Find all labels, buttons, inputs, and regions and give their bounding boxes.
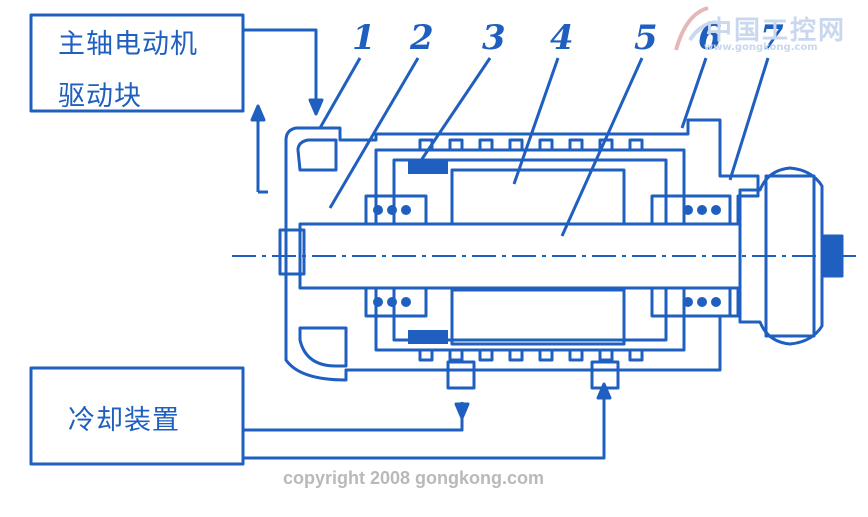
part-label-4: 4 bbox=[550, 18, 574, 58]
logo-icon bbox=[674, 6, 717, 51]
rotor bbox=[450, 168, 626, 226]
logo-title: 中国工控网 bbox=[706, 16, 847, 46]
motor-driver-label-1: 主轴电动机 bbox=[58, 29, 198, 60]
part-label-6: 6 bbox=[698, 18, 722, 58]
chuck bbox=[738, 166, 824, 346]
driver-output-line bbox=[243, 28, 318, 110]
part-label-2: 2 bbox=[410, 18, 434, 58]
part-label-7: 7 bbox=[760, 18, 784, 58]
cooling-box bbox=[29, 366, 245, 466]
driver-feedback-line bbox=[256, 110, 268, 194]
motor-driver-label-2: 驱动块 bbox=[58, 81, 142, 112]
motor-driver-box bbox=[29, 13, 245, 113]
part-label-1: 1 bbox=[352, 18, 376, 58]
coolant-out-line bbox=[243, 402, 464, 432]
spindle-housing bbox=[284, 118, 760, 382]
copyright-watermark: copyright 2008 gongkong.com bbox=[283, 468, 545, 488]
logo-url: www.gongkong.com bbox=[704, 42, 818, 53]
part-label-3: 3 bbox=[482, 18, 506, 58]
coolant-return-line bbox=[243, 386, 606, 460]
part-label-5: 5 bbox=[634, 18, 658, 58]
cooling-label: 冷却装置 bbox=[68, 405, 180, 436]
